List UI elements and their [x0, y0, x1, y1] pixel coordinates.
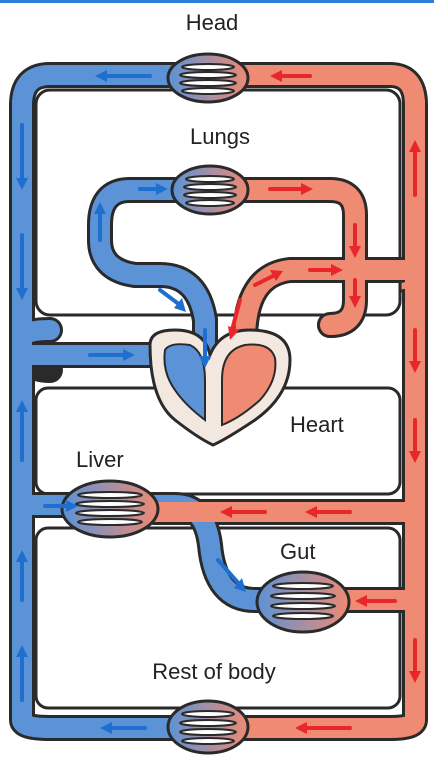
label-liver: Liver: [76, 447, 124, 472]
rest-of-body-capillaries: [168, 701, 248, 753]
liver-capillaries: [62, 481, 158, 537]
label-gut: Gut: [280, 539, 315, 564]
label-head: Head: [186, 10, 239, 35]
label-rest-of-body: Rest of body: [152, 659, 276, 684]
head-capillaries: [168, 54, 248, 102]
lung-capillaries: [172, 166, 248, 214]
gut-capillaries: [257, 572, 349, 632]
label-heart: Heart: [290, 412, 344, 437]
label-lungs: Lungs: [190, 124, 250, 149]
